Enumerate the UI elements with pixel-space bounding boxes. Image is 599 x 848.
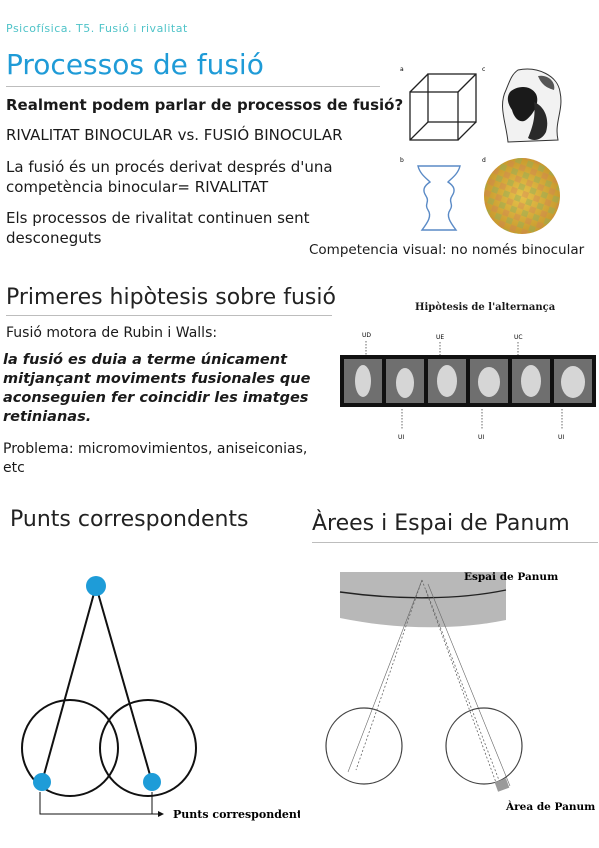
retinal-point-left <box>33 773 51 791</box>
alternance-figure-title: Hipòtesis de l'alternança <box>415 302 556 313</box>
top-label-uc: UC <box>514 334 523 341</box>
fusio-line-a: La fusió és un procés derivat després d'… <box>6 158 333 176</box>
punts-correspondents-label: Punts correspondents <box>173 808 300 821</box>
right-eye <box>99 699 197 797</box>
panum-right-eye <box>445 707 523 785</box>
rubin-vase <box>417 165 461 231</box>
figure-label-d: d <box>482 157 486 164</box>
rivalitat-unknown-b: desconeguts <box>6 229 102 247</box>
fusio-line-b: competència binocular= RIVALITAT <box>6 178 269 196</box>
rivalitat-unknown-a: Els processos de rivalitat continuen sen… <box>6 209 310 227</box>
document-header: Psicofísica. T5. Fusió i rivalitat <box>6 22 188 35</box>
bold-statement-c: aconseguien fer coincidir les imatges <box>3 390 309 406</box>
figure-label-a: a <box>400 66 404 73</box>
figure-label-c: c <box>482 66 485 73</box>
bold-statement-d: retinianas. <box>3 409 92 425</box>
bold-statement-a: la fusió es duia a terme únicament <box>3 352 287 368</box>
rivalry-pattern-circle <box>484 158 560 234</box>
section-title-hipotesis: Primeres hipòtesis sobre fusió <box>6 285 336 310</box>
section-title-panum: Àrees i Espai de Panum <box>312 511 570 536</box>
panum-figure: Espai de Panum Àrea de Panum <box>325 571 595 813</box>
problem-line-b: etc <box>3 460 25 476</box>
title-underline-2 <box>6 315 332 316</box>
ambiguous-figures: a c b d <box>400 66 562 234</box>
title-underline <box>6 86 380 87</box>
bottom-label-ui-3: UI <box>558 434 564 441</box>
rubin-walls-line: Fusió motora de Rubin i Walls: <box>6 325 218 341</box>
figure-caption-competencia: Competencia visual: no només binocular <box>309 242 585 258</box>
figure-label-b: b <box>400 157 404 164</box>
espai-panum-label: Espai de Panum <box>464 571 558 583</box>
retinal-point-right <box>143 773 161 791</box>
area-panum-label: Àrea de Panum <box>505 799 595 813</box>
top-label-ud: UD <box>362 332 371 339</box>
corresponding-points-figure: Punts correspondents <box>21 576 300 821</box>
film-strip <box>340 355 596 407</box>
bottom-label-ui-1: UI <box>398 434 404 441</box>
old-young-woman-image <box>502 68 562 143</box>
bottom-label-ui-2: UI <box>478 434 484 441</box>
panum-area-marker <box>494 778 510 792</box>
rivalitat-line: RIVALITAT BINOCULAR vs. FUSIÓ BINOCULAR <box>6 126 343 144</box>
necker-cube <box>409 73 477 141</box>
question-text: Realment podem parlar de processos de fu… <box>6 96 404 114</box>
bold-statement-b: mitjançant moviments fusionales que <box>3 371 311 387</box>
top-label-ue: UE <box>436 334 444 341</box>
panum-left-eye <box>325 707 403 785</box>
panum-space-band <box>340 572 506 628</box>
left-eye <box>21 699 119 797</box>
section-title-processos: Processos de fusió <box>6 48 264 81</box>
alternance-figure: UD UE UC UI UI UI <box>340 332 596 441</box>
problem-line-a: Problema: micromovimientos, aniseiconias… <box>3 441 308 457</box>
section-title-punts: Punts correspondents <box>10 507 249 532</box>
fixation-point <box>86 576 106 596</box>
title-underline-4 <box>312 542 598 543</box>
